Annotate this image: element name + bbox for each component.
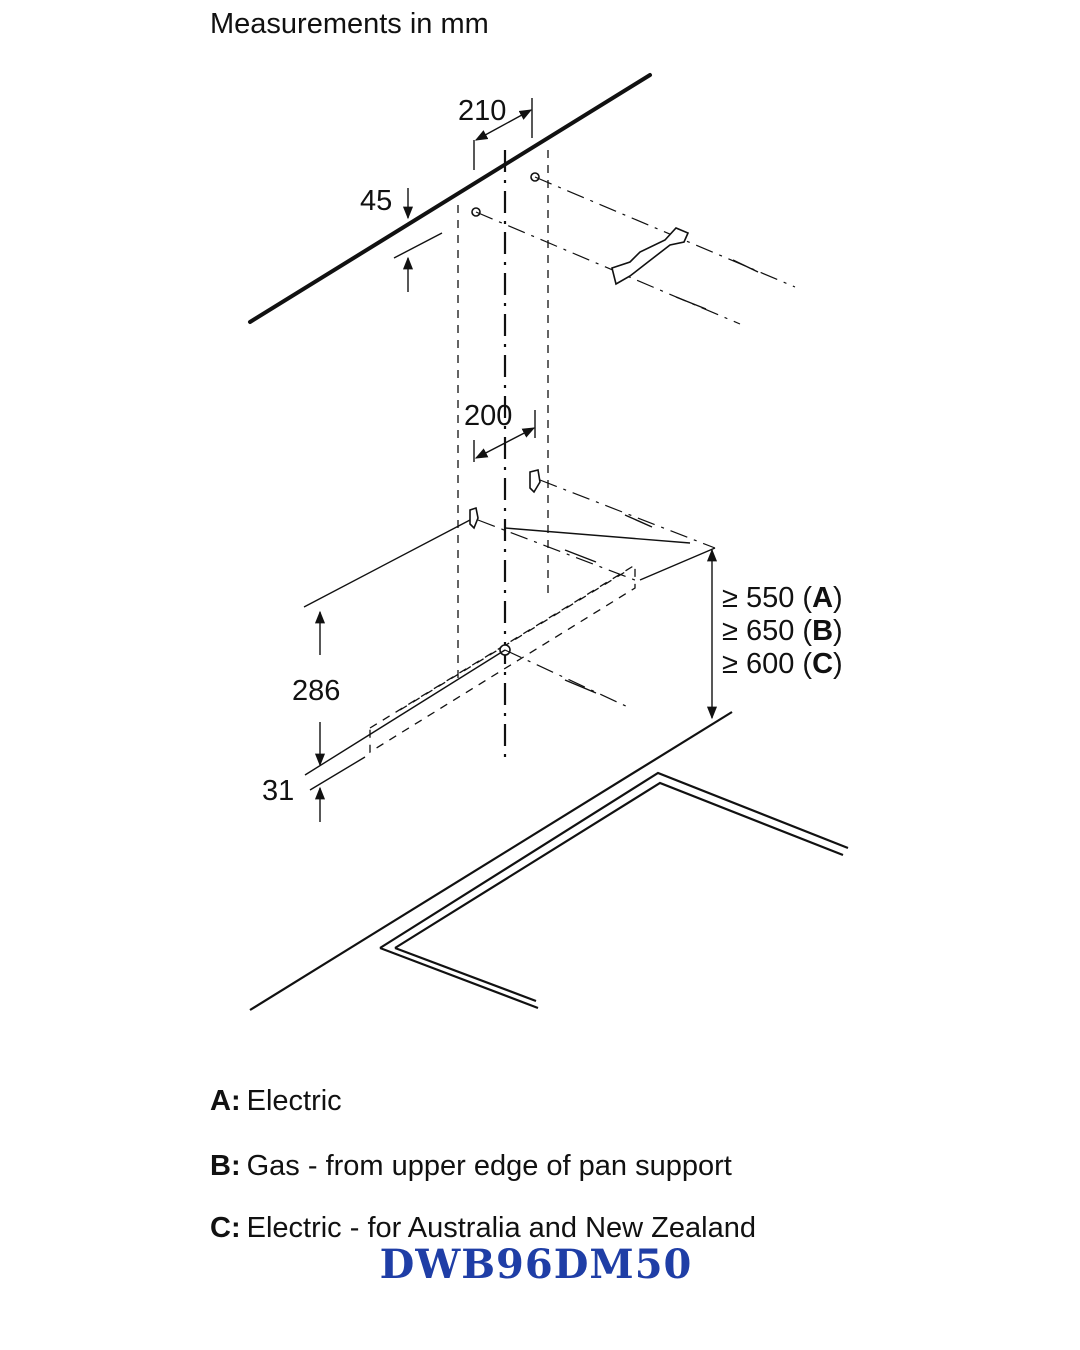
hood-bottom-line-1 xyxy=(304,649,506,776)
legend-key-c: C: xyxy=(210,1212,241,1244)
upper-bracket xyxy=(611,227,690,286)
clearance-c-label: ≥ 600 (C) xyxy=(722,648,843,680)
diagram-title: Measurements in mm xyxy=(210,8,489,40)
legend-key-b: B: xyxy=(210,1150,241,1182)
hook-left xyxy=(469,506,479,530)
hob-inner-edge xyxy=(394,781,844,949)
hob-outer-edge xyxy=(379,771,849,949)
hob-front-outer xyxy=(379,946,539,1010)
ext-line-286-top xyxy=(303,519,471,608)
proj-line-3 xyxy=(539,479,716,549)
hook-right xyxy=(529,469,541,494)
proj-line-6 xyxy=(504,649,631,709)
svg-text:B:Gas - from upper edge of pan: B:Gas - from upper edge of pan support xyxy=(210,1150,732,1182)
screw-5 xyxy=(564,679,597,694)
proj-line-5 xyxy=(477,519,641,583)
legend-text-b: Gas - from upper edge of pan support xyxy=(247,1150,732,1182)
legend-key-a: A: xyxy=(210,1085,241,1117)
screw-2 xyxy=(675,296,707,310)
dim-200-label: 200 xyxy=(464,400,512,432)
legend-item-c: C:Electric - for Australia and New Zeala… xyxy=(210,1212,756,1244)
dim210-line xyxy=(474,109,533,141)
dim-210-label: 210 xyxy=(458,95,506,127)
proj-line-2 xyxy=(475,211,741,325)
clearance-ext-top xyxy=(639,547,716,581)
screw-3 xyxy=(624,514,653,528)
legend-text-c: Electric - for Australia and New Zealand xyxy=(247,1212,756,1244)
model-name: DWB96DM50 xyxy=(380,1241,693,1288)
dim-31-label: 31 xyxy=(262,775,294,807)
clearance-b-label: ≥ 650 (B) xyxy=(722,615,843,647)
dim-286-label: 286 xyxy=(292,675,340,707)
ceiling-line xyxy=(248,73,652,324)
proj-line-4 xyxy=(504,527,691,544)
legend-item-b: B:Gas - from upper edge of pan support xyxy=(210,1150,732,1182)
hood-body-outline xyxy=(369,563,636,754)
hob-front-inner xyxy=(394,946,537,1003)
svg-text:C:Electric - for Australia and: C:Electric - for Australia and New Zeala… xyxy=(210,1212,756,1244)
screw-4 xyxy=(564,549,597,563)
svg-text:A:Electric: A:Electric xyxy=(210,1085,342,1117)
worktop-edge xyxy=(249,711,733,1011)
dim-45-label: 45 xyxy=(360,185,392,217)
dim200-line xyxy=(474,427,536,459)
dim45-ext xyxy=(393,232,443,259)
screw-1 xyxy=(732,259,759,273)
clearance-a-label: ≥ 550 (A) xyxy=(722,582,843,614)
legend-item-a: A:Electric xyxy=(210,1085,342,1117)
legend-text-a: Electric xyxy=(247,1085,342,1117)
hood-bottom-line-2 xyxy=(309,756,366,791)
